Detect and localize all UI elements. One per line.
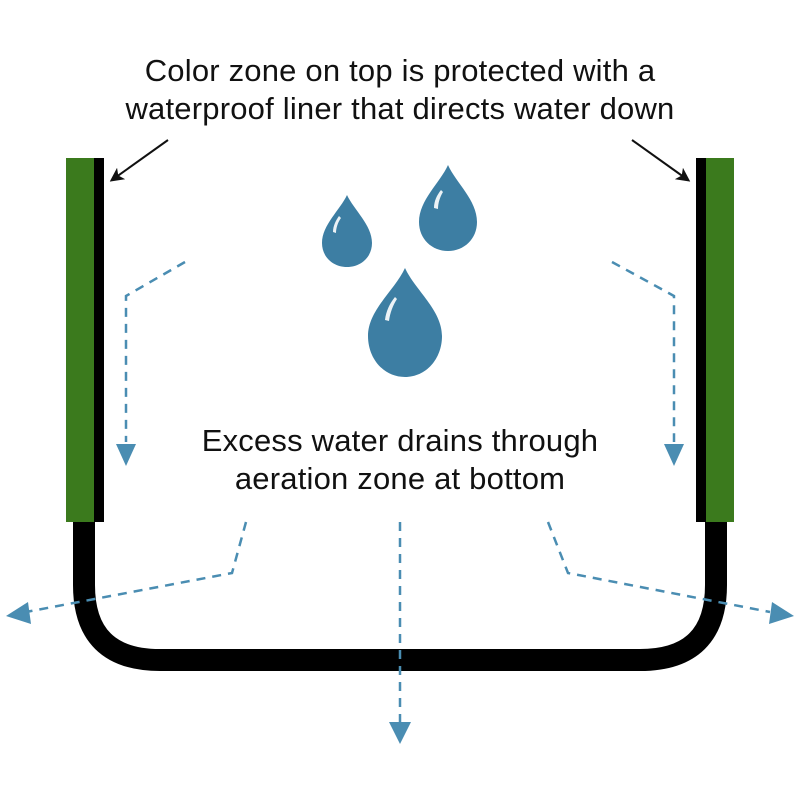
liner-flow-arrows — [124, 260, 676, 442]
right-color-zone — [706, 158, 734, 522]
water-drop-icon — [368, 268, 442, 377]
left-drain-flow — [25, 521, 248, 614]
aeration-zone-wall — [73, 520, 727, 671]
left-pointer-arrow — [109, 139, 169, 182]
center-drain-arrowhead — [389, 722, 411, 744]
bottom-caption: Excess water drains through aeration zon… — [0, 422, 800, 498]
right-drain-flow — [546, 521, 771, 614]
water-drops — [322, 165, 477, 377]
top-caption-line-1: Color zone on top is protected with a — [144, 53, 656, 88]
top-caption-line-2: waterproof liner that directs water down — [125, 91, 675, 126]
left-liner — [94, 158, 104, 522]
right-pointer-arrow — [631, 139, 691, 182]
left-down-arrowhead — [116, 444, 136, 466]
left-down-flow — [124, 260, 186, 442]
bottom-caption-line-1: Excess water drains through — [201, 423, 599, 458]
water-drop-icon — [419, 165, 477, 251]
top-caption: Color zone on top is protected with a wa… — [0, 52, 800, 128]
right-down-flow — [611, 260, 676, 442]
drainage-flow-arrows — [25, 521, 771, 722]
bottom-caption-line-2: aeration zone at bottom — [234, 461, 566, 496]
right-down-arrowhead — [664, 444, 684, 466]
right-liner — [696, 158, 706, 522]
left-drain-arrowhead — [6, 602, 31, 624]
left-color-zone — [66, 158, 94, 522]
right-drain-arrowhead — [769, 602, 794, 624]
water-drop-icon — [322, 195, 372, 267]
